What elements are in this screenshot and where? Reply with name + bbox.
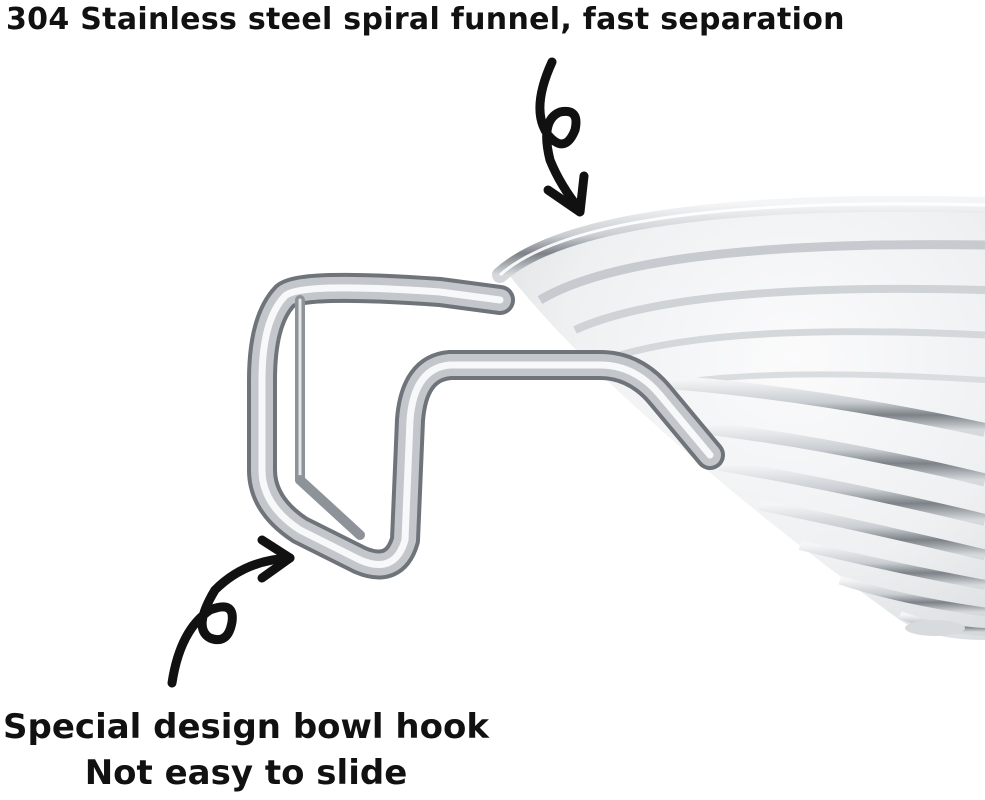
spiral-funnel [492,195,985,640]
funnel-caption: 304 Stainless steel spiral funnel, fast … [6,2,845,37]
hook-caption-line2: Not easy to slide [84,753,408,793]
curly-arrow-down-icon [535,57,589,217]
bowl-hook [247,272,725,580]
curly-arrow-up-right-icon [167,535,295,688]
hook-caption-line1: Special design bowl hook [3,707,489,747]
hook-caption: Special design bowl hook Not easy to sli… [0,704,492,796]
